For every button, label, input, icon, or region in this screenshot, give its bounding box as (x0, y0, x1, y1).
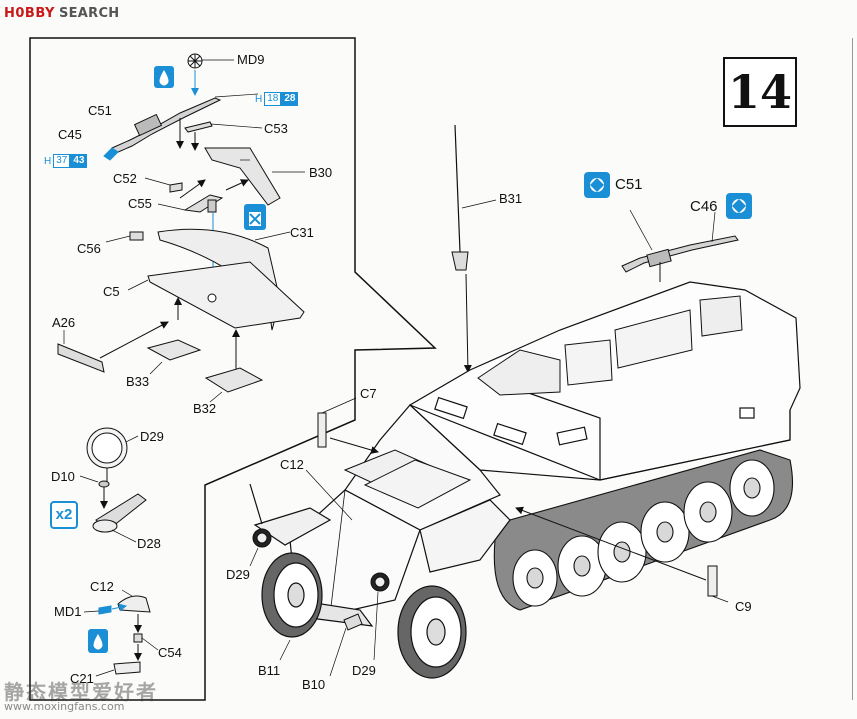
label-d28: D28 (137, 536, 161, 551)
label-b31: B31 (499, 191, 523, 206)
no-glue-icon (244, 204, 266, 230)
halftrack-hull (249, 281, 801, 627)
paint-code-lower: H 37 43 (44, 154, 88, 168)
vehicle-mg (621, 209, 739, 282)
label-b30: B30 (309, 165, 333, 180)
label-c46: C46 (690, 198, 718, 215)
inset-headlight (79, 427, 147, 543)
label-b32: B32 (193, 401, 217, 416)
label-c12-inset: C12 (90, 579, 114, 594)
logo-mark: H0BBY (4, 5, 55, 21)
label-c55: C55 (128, 196, 152, 211)
label-c31: C31 (290, 225, 314, 240)
vehicle-headlights (249, 528, 390, 661)
option-part-icon-c51 (584, 172, 610, 198)
inset-lamp (83, 589, 159, 677)
logo-word: SEARCH (58, 5, 120, 21)
label-b10: B10 (302, 677, 326, 692)
label-c45: C45 (58, 127, 82, 142)
paint-drop-icon (154, 66, 174, 88)
antenna-b31 (451, 124, 497, 373)
paint-code-upper: H 18 28 (255, 92, 299, 106)
multiplier-badge (50, 501, 78, 529)
label-d10: D10 (51, 469, 75, 484)
label-md9: MD9 (237, 52, 265, 67)
vehicle-front-wheels (261, 552, 467, 679)
paint-code-b: 43 (70, 154, 88, 168)
label-d29-left: D29 (226, 567, 250, 582)
step-number: 14 (727, 65, 792, 119)
part-c7 (317, 397, 379, 454)
label-d29-inset: D29 (140, 429, 164, 444)
paint-code-b: 28 (281, 92, 299, 106)
paint-prefix: H (44, 155, 52, 167)
paint-prefix: H (255, 93, 263, 105)
part-b10 (329, 613, 363, 677)
label-d29-right: D29 (352, 663, 376, 678)
part-c12-main (305, 469, 353, 521)
paint-code-a: 18 (264, 92, 282, 106)
vehicle-tracks (493, 449, 794, 611)
label-c51-inset: C51 (88, 103, 112, 118)
option-part-icon-c46 (726, 193, 752, 219)
label-c54: C54 (158, 645, 182, 660)
label-c53: C53 (264, 121, 288, 136)
label-c5: C5 (103, 284, 120, 299)
label-c9: C9 (735, 599, 752, 614)
page-edge-line (852, 38, 853, 700)
multiplier-label: x2 (55, 506, 73, 523)
label-c56: C56 (77, 241, 101, 256)
label-c51-main: C51 (615, 176, 643, 193)
label-c7: C7 (360, 386, 377, 401)
part-c9 (515, 506, 729, 603)
inset-frame (29, 37, 437, 701)
label-b11: B11 (258, 663, 281, 678)
label-b33: B33 (126, 374, 150, 389)
label-md1: MD1 (54, 604, 82, 619)
label-a26: A26 (52, 315, 76, 330)
paint-code-a: 37 (53, 154, 71, 168)
label-c12-main: C12 (280, 457, 304, 472)
site-logo[interactable]: H0BBY SEARCH (4, 4, 120, 22)
label-c52: C52 (113, 171, 137, 186)
step-number-box: 14 (723, 57, 797, 127)
label-c21: C21 (70, 671, 94, 686)
paint-drop-icon-lower (88, 629, 108, 653)
inset-mg-assembly (57, 53, 305, 403)
